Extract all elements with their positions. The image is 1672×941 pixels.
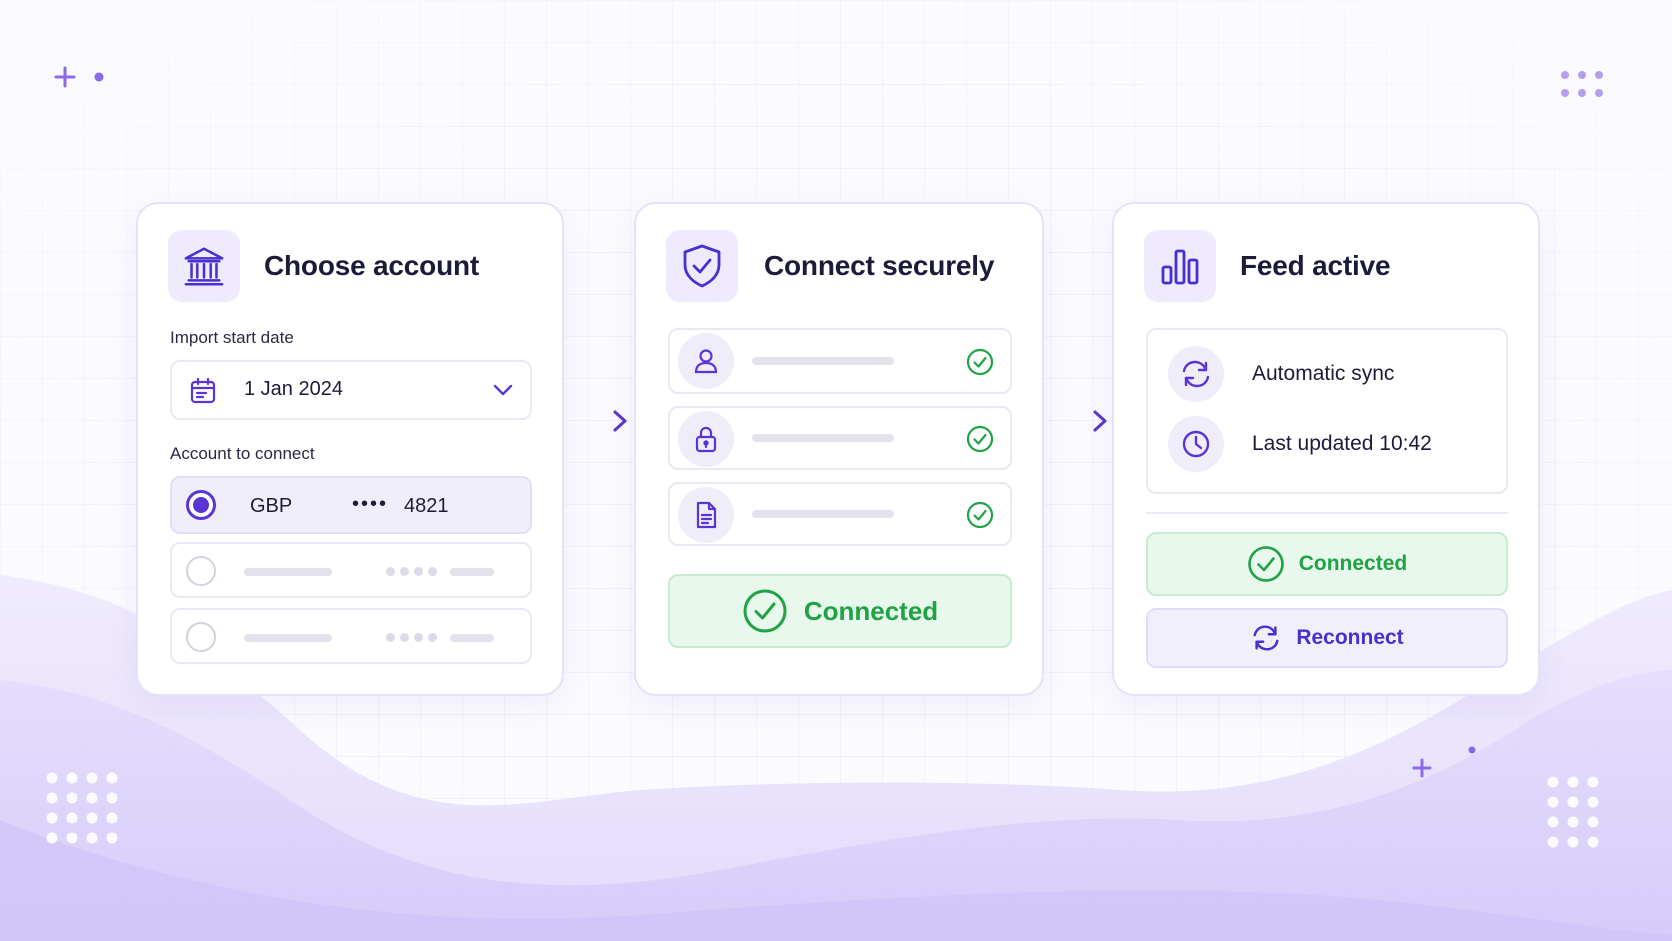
connected-label: Connected	[1298, 552, 1408, 575]
check-circle-icon	[1247, 546, 1284, 582]
sync-icon-circle	[1168, 346, 1224, 402]
clock-icon	[1182, 430, 1210, 458]
dot-grid-decoration	[1547, 776, 1599, 848]
last-updated-label: Last updated 10:42	[1252, 432, 1432, 455]
account-option-placeholder[interactable]	[170, 608, 532, 664]
choose-account-card: Choose account Import start date 1 Jan 2…	[136, 202, 564, 696]
account-currency: GBP	[250, 495, 293, 517]
placeholder-bar	[752, 357, 894, 365]
clock-icon-circle	[1168, 416, 1224, 472]
plus-dot-decoration	[1412, 746, 1476, 778]
dot-grid-decoration	[46, 772, 118, 844]
card-header: Feed active	[1144, 230, 1391, 302]
check-circle-icon	[966, 348, 994, 376]
connected-status: Connected	[668, 574, 1012, 648]
shield-check-icon	[683, 244, 721, 288]
bank-icon-tile	[168, 230, 240, 302]
sync-icon	[1182, 360, 1210, 388]
account-option-placeholder[interactable]	[170, 542, 532, 598]
calendar-icon	[190, 377, 216, 404]
account-option-gbp[interactable]: GBP •••• 4821	[170, 476, 532, 534]
automatic-sync-label: Automatic sync	[1252, 362, 1395, 385]
security-check-row	[668, 406, 1012, 470]
placeholder-bar	[244, 568, 332, 576]
check-circle-icon	[966, 501, 994, 529]
divider	[1146, 512, 1508, 514]
radio-unselected[interactable]	[186, 556, 216, 586]
import-date-select[interactable]: 1 Jan 2024	[170, 360, 532, 420]
placeholder-bar	[752, 510, 894, 518]
card-title: Connect securely	[764, 250, 995, 281]
chart-icon-tile	[1144, 230, 1216, 302]
reconnect-label: Reconnect	[1296, 626, 1404, 649]
refresh-icon	[1253, 625, 1279, 651]
import-start-date-label: Import start date	[170, 328, 294, 347]
card-title: Choose account	[264, 250, 480, 281]
connected-status: Connected	[1146, 532, 1508, 596]
account-mask: ••••	[352, 493, 389, 515]
security-check-row	[668, 328, 1012, 394]
arrow-right-icon	[562, 410, 627, 432]
arrow-right-icon	[1042, 410, 1107, 432]
placeholder-bar	[752, 434, 894, 442]
lock-icon-circle	[678, 411, 734, 467]
placeholder-bar	[450, 568, 494, 576]
bank-icon	[184, 247, 224, 286]
bar-chart-icon	[1161, 249, 1199, 285]
feed-info-panel: Automatic sync Last updated 10:42	[1146, 328, 1508, 494]
card-title: Feed active	[1240, 250, 1391, 281]
placeholder-bar	[450, 634, 494, 642]
document-icon	[696, 501, 717, 529]
chevron-down-icon	[493, 384, 513, 396]
placeholder-dots	[386, 567, 437, 576]
placeholder-dots	[386, 633, 437, 642]
connect-securely-card: Connect securely	[634, 202, 1044, 696]
check-circle-icon	[743, 589, 787, 633]
connected-label: Connected	[803, 595, 939, 626]
lock-icon	[695, 426, 717, 453]
shield-icon-tile	[666, 230, 738, 302]
card-header: Connect securely	[666, 230, 994, 302]
user-icon	[694, 349, 718, 374]
account-to-connect-label: Account to connect	[170, 444, 315, 463]
placeholder-bar	[244, 634, 332, 642]
feed-active-card: Feed active Automatic sync Last updated …	[1112, 202, 1540, 696]
document-icon-circle	[678, 487, 734, 543]
radio-unselected[interactable]	[186, 622, 216, 652]
plus-dot-decoration	[54, 66, 104, 88]
reconnect-button[interactable]: Reconnect	[1146, 608, 1508, 668]
card-header: Choose account	[168, 230, 479, 302]
import-date-value: 1 Jan 2024	[244, 378, 343, 400]
user-icon-circle	[678, 333, 734, 389]
security-check-row	[668, 482, 1012, 546]
check-circle-icon	[966, 425, 994, 453]
account-last4: 4821	[404, 495, 449, 517]
dot-grid-decoration	[1561, 71, 1603, 97]
radio-selected[interactable]	[186, 490, 216, 520]
